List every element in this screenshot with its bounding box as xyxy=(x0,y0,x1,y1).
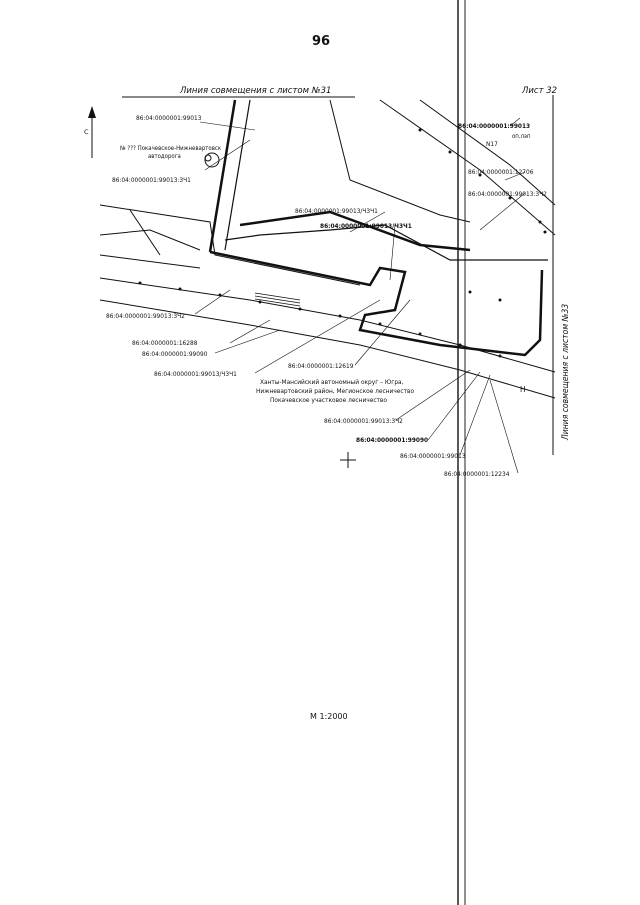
parcel-label: 86:04:0000001:99013 xyxy=(136,114,202,122)
parcel-label: 86:04:0000001:99013:3Ч1 xyxy=(112,176,191,184)
parcel-label: 86:04:0000001:99013:3Ч2 xyxy=(324,417,403,425)
parcel-label: 86:04:0000001:99013:3Ч2 xyxy=(106,312,185,320)
match-line-top-label: Линия совмещения с листом №31 xyxy=(180,86,332,96)
hatch-label: Н xyxy=(520,385,525,394)
parcel-label: 86:04:0000001:99013/Ч3Ч1 xyxy=(295,207,378,215)
point-label: N17 xyxy=(486,140,498,148)
crosshair-icon xyxy=(340,452,356,468)
parcel-label: 86:04:0000001:99013/Ч3Ч1 xyxy=(320,222,412,230)
parcel-label: 86:04:0000001:99013 xyxy=(458,122,530,130)
region-note-line: Покачевское участковое лесничество xyxy=(270,396,387,404)
match-line-right-label: Линия совмещения с листом №33 xyxy=(561,304,571,441)
scale-label: М 1:2000 xyxy=(310,712,348,721)
leader-lines xyxy=(194,117,526,474)
parcel-label: 86:04:0000001:99013/Ч3Ч1 xyxy=(154,370,237,378)
page-number: 96 xyxy=(312,34,331,49)
parcel-label: 86:04:0000001:99013:3Ч2 xyxy=(468,190,547,198)
region-note-line: Ханты-Мансийский автономный округ – Югра… xyxy=(260,378,404,386)
road-label: № ??? Покачевское-Нижневартовск xyxy=(120,145,222,152)
parcel-label: 86:04:0000001:99090 xyxy=(142,350,208,358)
vegetation-icon xyxy=(204,152,220,168)
north-label: С xyxy=(84,128,89,136)
parcel-label: 86:04:0000001:12619 xyxy=(288,362,354,370)
parcel-label: 86:04:0000001:99013 xyxy=(400,452,466,460)
hatched-area xyxy=(254,292,301,307)
parcel-label: 86:04:0000001:16288 xyxy=(132,339,198,347)
pole-label: оп.лэп xyxy=(512,133,531,140)
road-label: автодорога xyxy=(148,153,181,160)
region-note-line: Нижневартовский район, Мегионское леснич… xyxy=(256,387,414,395)
parcel-label: 86:04:0000001:12234 xyxy=(444,470,510,478)
road-lines xyxy=(99,99,556,399)
parcel-label: 86:04:0000001:99090 xyxy=(356,436,428,444)
north-arrow-icon xyxy=(88,106,96,158)
sheet-label: Лист 32 xyxy=(522,86,558,96)
survey-points xyxy=(138,128,547,358)
parcel-label: 86:04:0000001:12706 xyxy=(468,168,534,176)
